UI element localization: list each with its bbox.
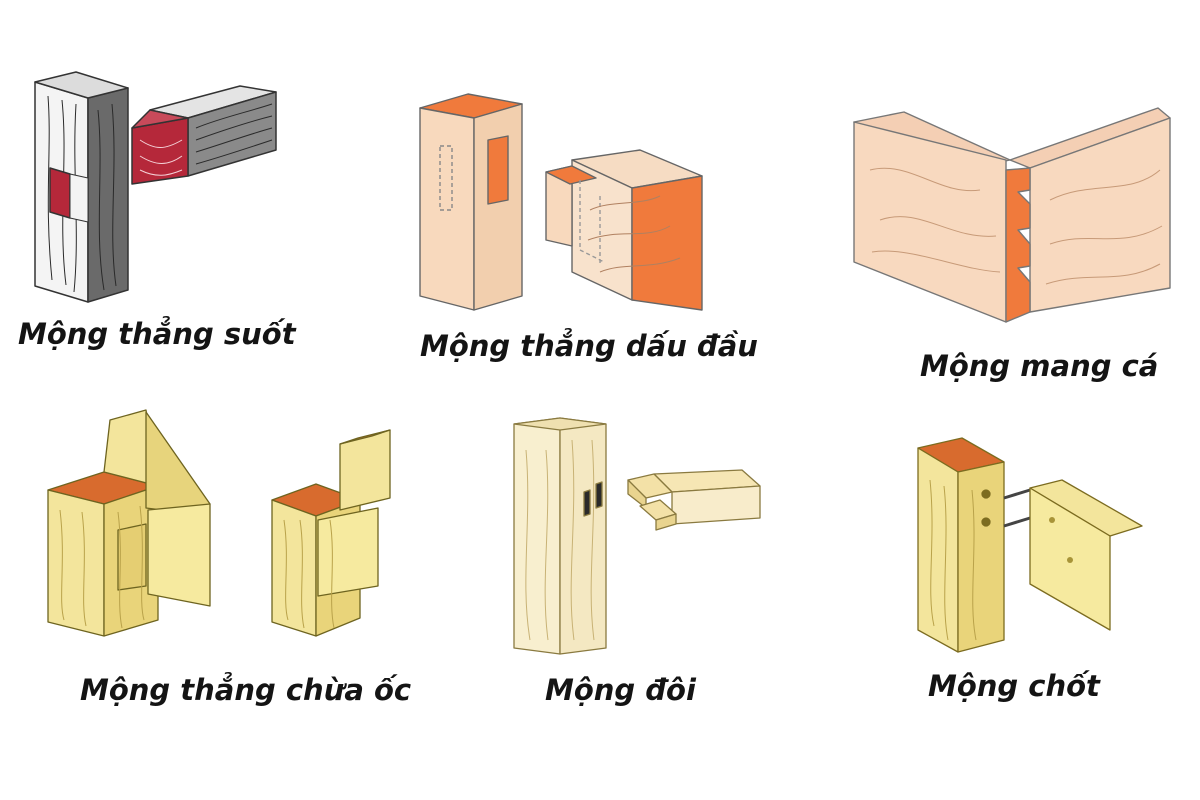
double-tenon-drawing bbox=[514, 418, 760, 654]
stub-post-front bbox=[420, 108, 474, 310]
caption-through-tenon: Mộng thẳng suốt bbox=[18, 320, 296, 349]
haunched-tenon-drawing bbox=[48, 410, 390, 636]
stub-mortise bbox=[488, 136, 508, 204]
through-mortise bbox=[50, 168, 70, 218]
through-tenon bbox=[132, 118, 188, 184]
dovetail-tails bbox=[1006, 168, 1030, 322]
caption-dowel-joint: Mộng chốt bbox=[928, 672, 1100, 701]
caption-double-tenon: Mộng đôi bbox=[545, 676, 696, 705]
stub-post-side bbox=[474, 104, 522, 310]
dowel-joint-drawing bbox=[918, 438, 1142, 652]
through-post-side bbox=[88, 88, 128, 302]
caption-haunched-tenon: Mộng thẳng chừa ốc bbox=[80, 676, 411, 705]
caption-dovetail: Mộng mang cá bbox=[920, 352, 1158, 381]
stub-tenon-drawing bbox=[420, 94, 702, 310]
dovetail-drawing bbox=[854, 108, 1170, 322]
stub-rail-end bbox=[632, 176, 702, 310]
caption-stub-tenon: Mộng thẳng dấu đầu bbox=[420, 332, 758, 361]
through-tenon-drawing bbox=[35, 72, 276, 302]
